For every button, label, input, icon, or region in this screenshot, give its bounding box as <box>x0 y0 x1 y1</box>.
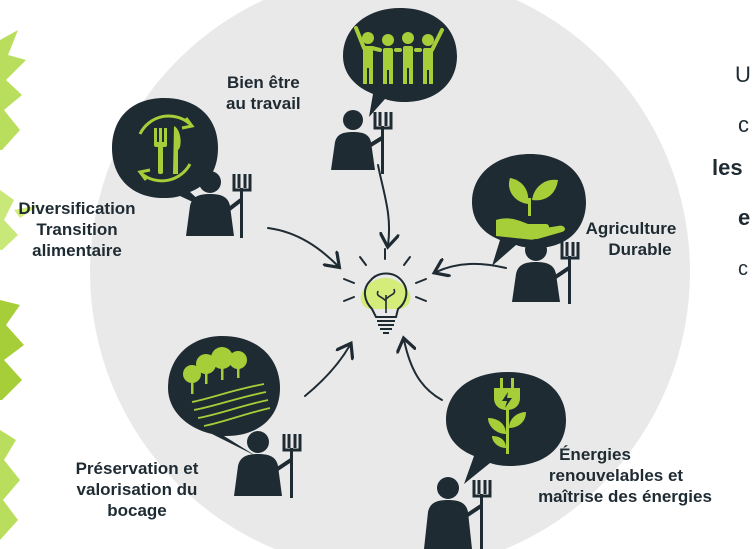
label-line: renouvelables et <box>548 466 684 485</box>
label-line: alimentaire <box>32 241 122 260</box>
clipped-text-fragment: U <box>735 62 751 87</box>
clipped-text-fragment: c <box>738 112 749 137</box>
trees-hedgerow-icon <box>183 347 271 427</box>
farmer-with-fork-icon <box>512 239 580 304</box>
clipped-text-fragment: les <box>712 155 743 180</box>
arrow-from-bien-etre <box>377 164 389 245</box>
label-line: Préservation et <box>75 459 199 478</box>
clipped-text-fragment: c <box>738 258 748 280</box>
arrow-from-energies <box>404 340 443 401</box>
lightbulb-with-plant-icon <box>343 248 427 334</box>
theme-label-bien-etre: Bien être au travail <box>226 72 301 114</box>
label-line: valorisation du <box>76 480 198 499</box>
theme-label-bocage: Préservation et valorisation du bocage <box>42 458 232 521</box>
center-lightbulb <box>330 245 440 345</box>
fork-knife-cycle-icon <box>137 114 195 183</box>
people-cheering-icon <box>354 26 444 84</box>
label-line: au travail <box>226 94 301 113</box>
theme-label-energies: Énergies renouvelables et maîtrise des é… <box>500 444 750 507</box>
theme-label-agriculture: Agriculture Durable <box>576 218 686 260</box>
label-line: Bien être <box>226 73 300 92</box>
arrow-from-diversification <box>267 227 338 266</box>
clipped-text-fragment: e <box>738 205 751 230</box>
plug-plant-icon <box>488 378 526 454</box>
label-line: Transition <box>36 220 118 239</box>
farmer-with-fork-icon <box>331 110 393 174</box>
theme-label-diversification: Diversification Transition alimentaire <box>2 198 152 261</box>
arrow-from-bocage <box>304 345 350 397</box>
farmer-with-fork-icon <box>424 477 492 549</box>
label-line: Diversification <box>18 199 136 218</box>
farmer-with-fork-icon <box>186 171 252 238</box>
label-line: Énergies <box>559 445 631 464</box>
green-splash-decoration <box>0 30 40 540</box>
label-line: bocage <box>107 501 167 520</box>
farmer-with-fork-icon <box>234 431 302 498</box>
hand-holding-sprout-icon <box>496 178 565 240</box>
label-line: Agriculture <box>585 219 677 238</box>
label-line: maîtrise des énergies <box>538 487 712 506</box>
arrow-from-agriculture <box>436 264 507 272</box>
label-line: Durable <box>608 240 672 259</box>
